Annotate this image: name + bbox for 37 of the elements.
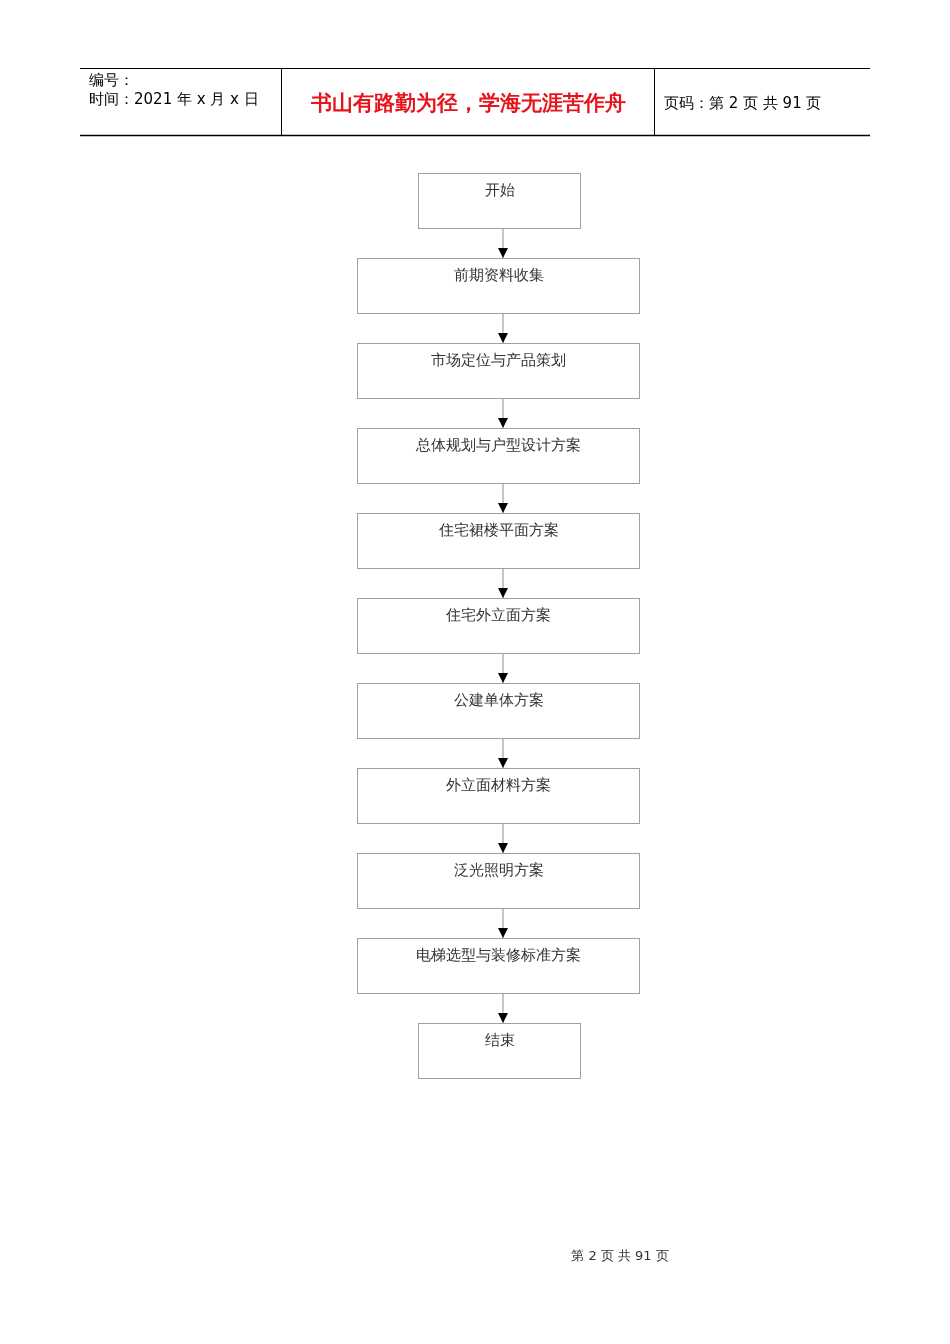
date-label: 时间：2021 年 x 月 x 日 xyxy=(89,89,259,109)
arrow xyxy=(498,398,508,429)
arrow xyxy=(498,568,508,599)
process-box xyxy=(357,428,640,484)
document-number-label: 编号： xyxy=(89,70,134,90)
process-box xyxy=(418,173,581,229)
step-label: 结束 xyxy=(484,1030,515,1050)
step-label: 前期资料收集 xyxy=(453,265,544,285)
arrow xyxy=(498,483,508,514)
process-box xyxy=(418,1023,581,1079)
page-number-label: 页码：第 2 页 共 91 页 xyxy=(664,93,822,113)
arrow xyxy=(498,228,508,259)
step-label: 外立面材料方案 xyxy=(446,775,551,795)
step-label: 住宅裙楼平面方案 xyxy=(438,520,559,540)
process-box xyxy=(357,598,640,654)
process-box xyxy=(357,853,640,909)
arrow xyxy=(498,908,508,939)
process-box xyxy=(357,343,640,399)
step-label: 公建单体方案 xyxy=(453,690,544,710)
process-box xyxy=(357,938,640,994)
motto-heading: 书山有路勤为径，学海无涯苦作舟 xyxy=(310,93,626,113)
arrow xyxy=(498,313,508,344)
arrow xyxy=(498,823,508,854)
arrow xyxy=(498,738,508,769)
step-label: 电梯选型与装修标准方案 xyxy=(416,945,581,965)
arrow xyxy=(498,993,508,1024)
process-box xyxy=(357,258,640,314)
step-label: 市场定位与产品策划 xyxy=(431,350,566,370)
step-label: 开始 xyxy=(484,180,515,200)
step-label: 总体规划与户型设计方案 xyxy=(416,435,581,455)
process-box xyxy=(357,513,640,569)
process-box xyxy=(357,768,640,824)
step-label: 泛光照明方案 xyxy=(453,860,544,880)
step-label: 住宅外立面方案 xyxy=(446,605,551,625)
footer-page-number: 第 2 页 共 91 页 xyxy=(571,1247,669,1265)
process-box xyxy=(357,683,640,739)
arrow xyxy=(498,653,508,684)
